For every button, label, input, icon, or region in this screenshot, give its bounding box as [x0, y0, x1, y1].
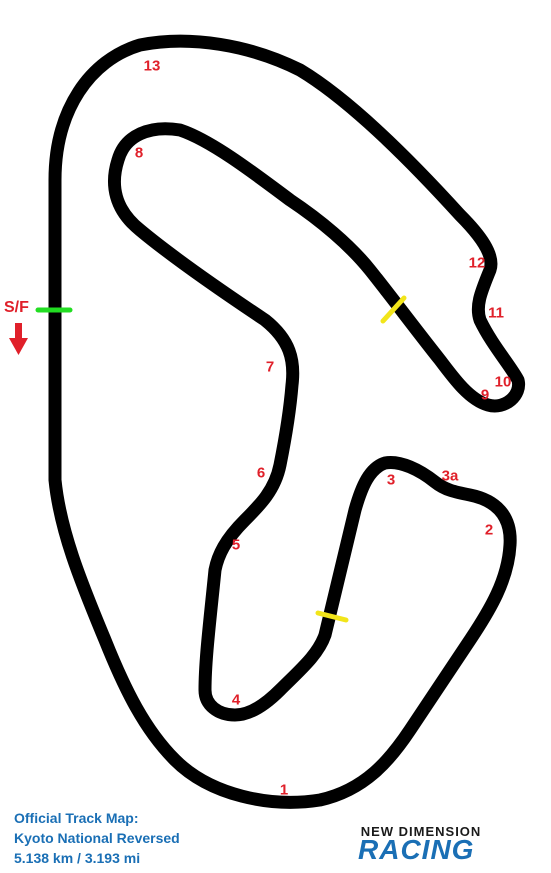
corner-label-10: 10 [494, 373, 512, 391]
corner-label-4: 4 [231, 691, 241, 709]
track-info-title: Official Track Map: [14, 810, 139, 826]
corner-label-3a: 3a [441, 467, 459, 485]
sector-marker-2 [315, 610, 349, 623]
corner-label-12: 12 [468, 254, 486, 272]
track-info-name: Kyoto National Reversed [14, 830, 180, 846]
arrow-down-icon [9, 323, 28, 355]
corner-label-1: 1 [279, 781, 289, 799]
corner-label-7: 7 [265, 358, 275, 376]
corner-label-5: 5 [231, 536, 241, 554]
corner-label-2: 2 [484, 521, 494, 539]
corner-label-6: 6 [256, 464, 266, 482]
track-info: Official Track Map: Kyoto National Rever… [14, 808, 180, 868]
corner-label-9: 9 [480, 386, 490, 404]
corner-label-3: 3 [386, 471, 396, 489]
corner-label-8: 8 [134, 144, 144, 162]
track-info-length: 5.138 km / 3.193 mi [14, 850, 141, 866]
corner-label-13: 13 [143, 57, 161, 75]
logo-bottom-text: RACING [358, 834, 475, 865]
logo-top-text: NEW DIMENSION [360, 824, 482, 839]
track-outline [48, 34, 526, 809]
corner-label-11: 11 [488, 304, 504, 322]
start-finish-label: S/F [4, 299, 29, 316]
sector-marker-1 [380, 295, 407, 324]
